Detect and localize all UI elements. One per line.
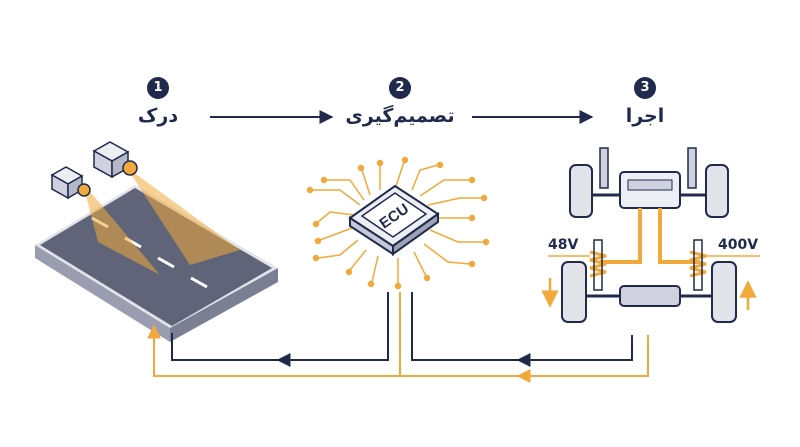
ecu-circuit-traces: [306, 156, 490, 290]
step-decision: 2 تصمیم‌گیری: [330, 77, 470, 127]
feedback-loop-navy: [171, 292, 633, 367]
step-label: تصمیم‌گیری: [345, 105, 455, 127]
camera-icon: [50, 166, 91, 200]
step-perception: 1 درک: [118, 77, 198, 127]
step-label: درک: [137, 105, 179, 127]
step-number-badge: 3: [634, 77, 656, 99]
feedback-loop-orange: [147, 292, 649, 383]
step-number-badge: 1: [147, 77, 169, 99]
chassis-illustration: [541, 147, 760, 323]
voltage-label-400v: 400V: [718, 237, 759, 253]
step-actuation: 3 اجرا: [605, 77, 685, 127]
road-illustration: [35, 165, 278, 342]
ecu-chip: ECU: [348, 184, 440, 256]
voltage-label-48v: 48V: [548, 237, 579, 253]
step-number-badge: 2: [389, 77, 411, 99]
camera-icon: [92, 141, 138, 179]
step-label: اجرا: [625, 105, 665, 127]
